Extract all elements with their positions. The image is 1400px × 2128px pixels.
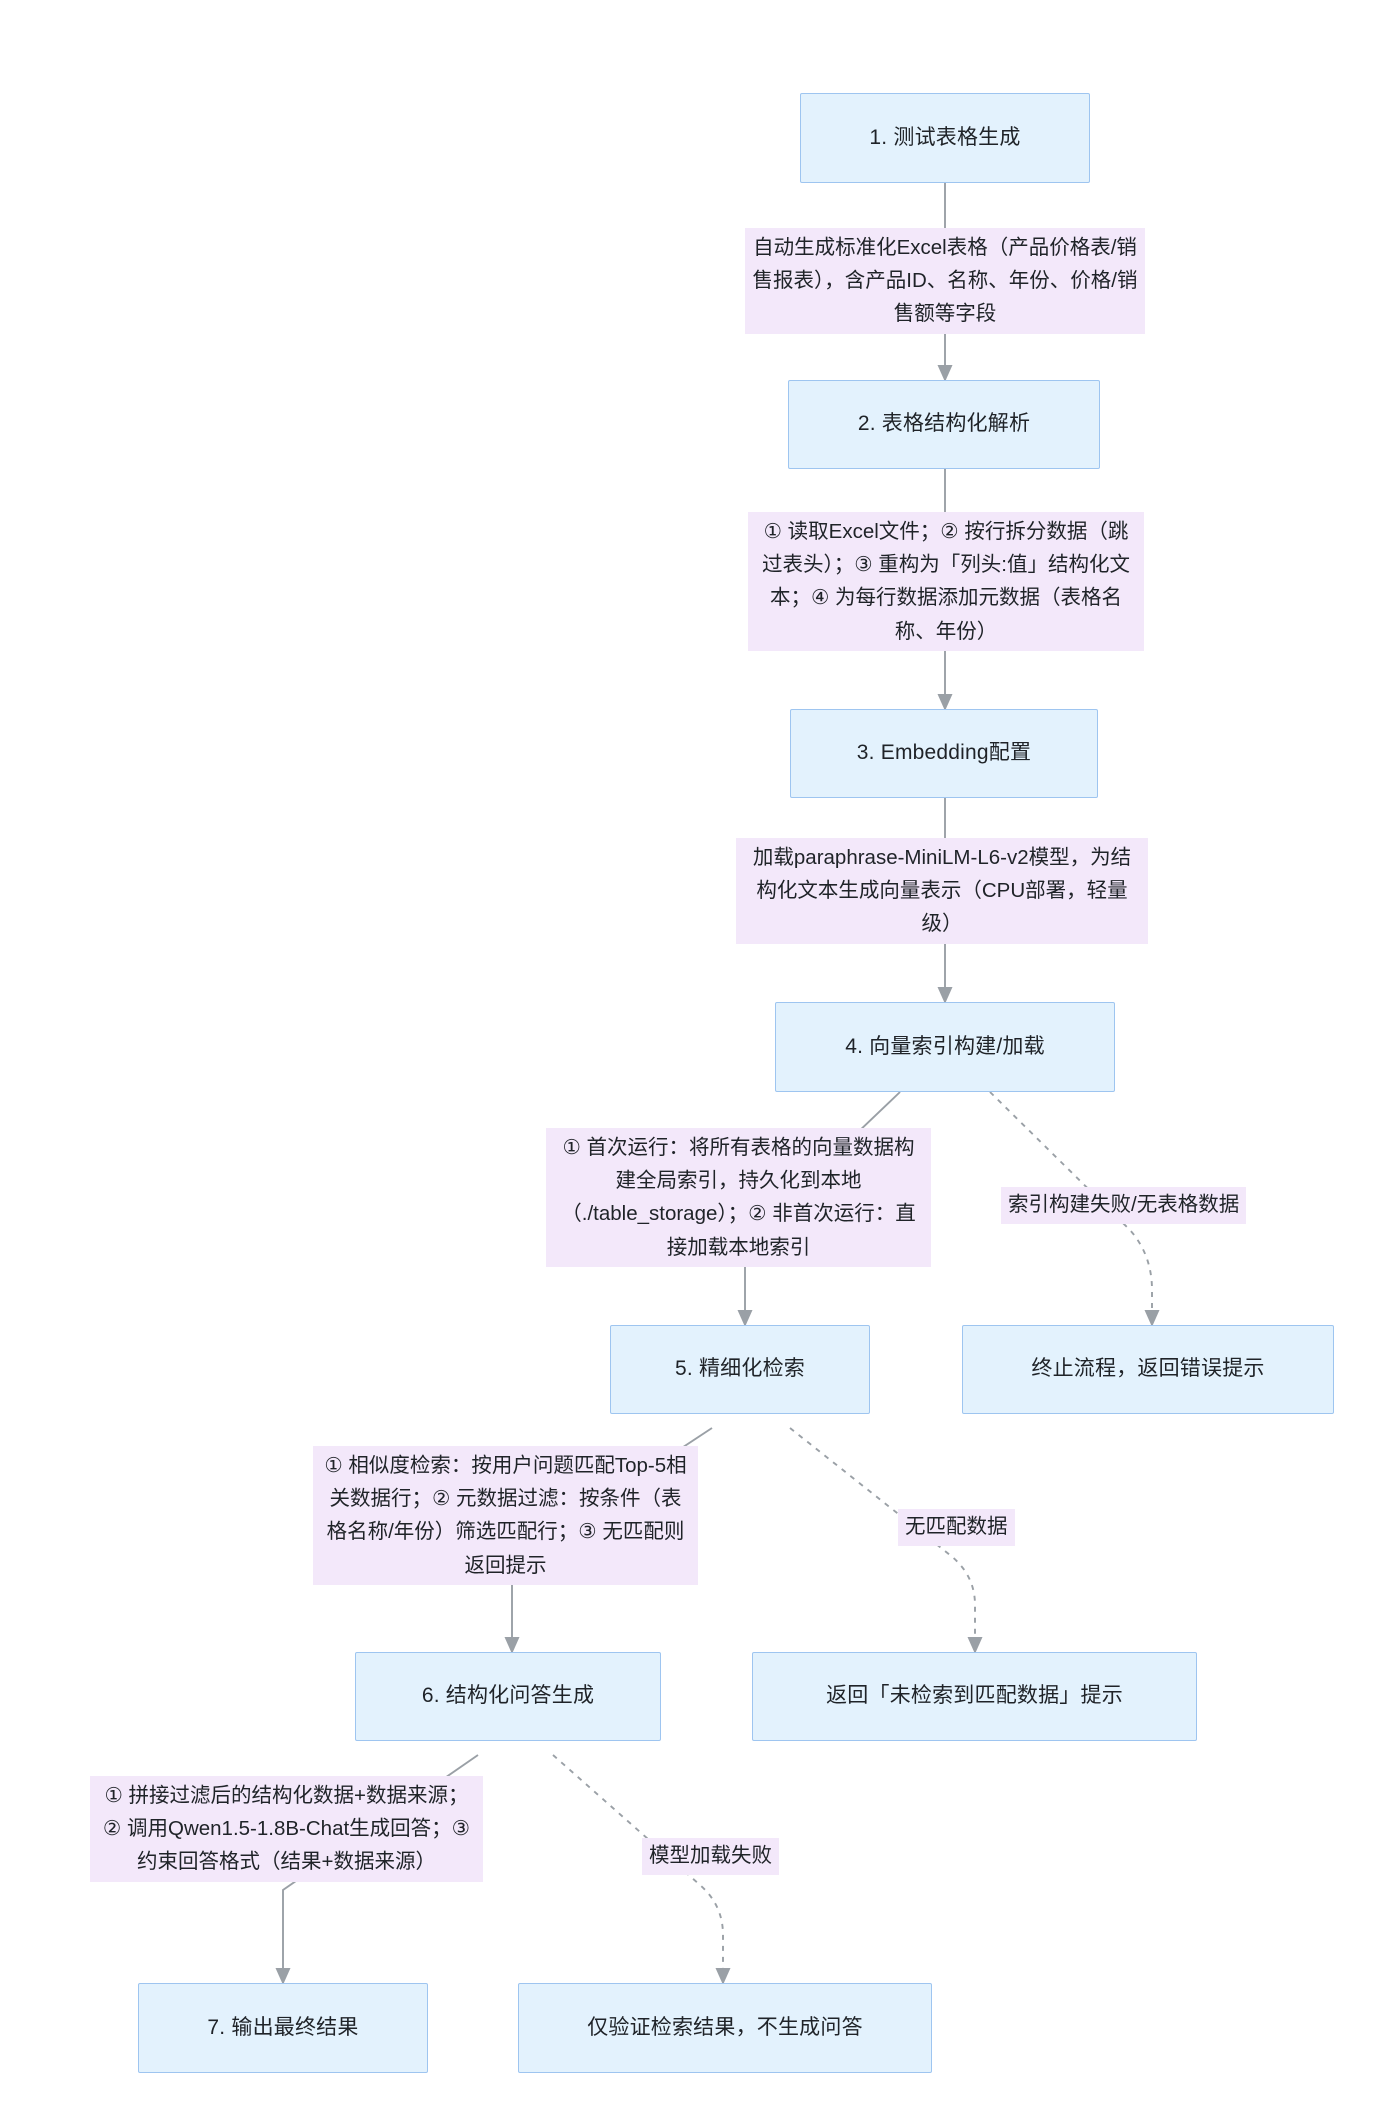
edge-label-text: ① 首次运行：将所有表格的向量数据构建全局索引，持久化到本地（./table_s…	[561, 1136, 916, 1259]
edge-label-generate-excel: 自动生成标准化Excel表格（产品价格表/销售报表），含产品ID、名称、年份、价…	[745, 228, 1145, 334]
edge-label-load-embedding-model: 加载paraphrase-MiniLM-L6-v2模型，为结构化文本生成向量表示…	[736, 838, 1148, 944]
edge-label-text: 索引构建失败/无表格数据	[1008, 1193, 1240, 1216]
edge-label-index-build-steps: ① 首次运行：将所有表格的向量数据构建全局索引，持久化到本地（./table_s…	[546, 1128, 931, 1267]
node-label: 仅验证检索结果，不生成问答	[587, 2015, 863, 2039]
node-test-table-generation[interactable]: 1. 测试表格生成	[800, 93, 1090, 183]
node-label: 3. Embedding配置	[856, 741, 1032, 765]
node-refined-retrieval[interactable]: 5. 精细化检索	[610, 1325, 870, 1414]
edge-label-text: ① 相似度检索：按用户问题匹配Top-5相关数据行；② 元数据过滤：按条件（表格…	[324, 1454, 687, 1577]
edge-label-text: 模型加载失败	[649, 1844, 772, 1867]
edge-label-parse-steps: ① 读取Excel文件；② 按行拆分数据（跳过表头）；③ 重构为「列头:值」结构…	[748, 512, 1144, 651]
node-label: 4. 向量索引构建/加载	[845, 1034, 1045, 1058]
node-label: 2. 表格结构化解析	[857, 412, 1031, 436]
node-label: 7. 输出最终结果	[207, 2015, 359, 2039]
node-verify-retrieval-only[interactable]: 仅验证检索结果，不生成问答	[518, 1983, 932, 2073]
edge-label-text: 自动生成标准化Excel表格（产品价格表/销售报表），含产品ID、名称、年份、价…	[752, 236, 1138, 326]
node-embedding-config[interactable]: 3. Embedding配置	[790, 709, 1098, 798]
edge-label-model-load-failure: 模型加载失败	[642, 1838, 779, 1875]
node-label: 6. 结构化问答生成	[421, 1684, 595, 1708]
node-terminate-return-error[interactable]: 终止流程，返回错误提示	[962, 1325, 1334, 1414]
node-structured-qa-generation[interactable]: 6. 结构化问答生成	[355, 1652, 661, 1741]
edge-label-text: ① 读取Excel文件；② 按行拆分数据（跳过表头）；③ 重构为「列头:值」结构…	[761, 520, 1131, 643]
edge-label-text: ① 拼接过滤后的结构化数据+数据来源；② 调用Qwen1.5-1.8B-Chat…	[102, 1784, 471, 1874]
node-label: 返回「未检索到匹配数据」提示	[826, 1684, 1123, 1708]
node-label: 5. 精细化检索	[675, 1357, 805, 1381]
edge-label-index-failure: 索引构建失败/无表格数据	[1001, 1187, 1247, 1224]
edge-label-text: 加载paraphrase-MiniLM-L6-v2模型，为结构化文本生成向量表示…	[752, 846, 1132, 936]
edge-label-text: 无匹配数据	[905, 1515, 1008, 1538]
node-return-no-match-prompt[interactable]: 返回「未检索到匹配数据」提示	[752, 1652, 1197, 1741]
node-label: 终止流程，返回错误提示	[1031, 1357, 1265, 1381]
node-output-final-result[interactable]: 7. 输出最终结果	[138, 1983, 428, 2073]
node-table-structure-parse[interactable]: 2. 表格结构化解析	[788, 380, 1100, 469]
edge-label-qa-generation-steps: ① 拼接过滤后的结构化数据+数据来源；② 调用Qwen1.5-1.8B-Chat…	[90, 1776, 483, 1882]
node-label: 1. 测试表格生成	[869, 125, 1021, 149]
edge-label-no-match-data: 无匹配数据	[898, 1509, 1015, 1546]
node-vector-index-build-load[interactable]: 4. 向量索引构建/加载	[775, 1002, 1115, 1092]
edge-label-retrieval-steps: ① 相似度检索：按用户问题匹配Top-5相关数据行；② 元数据过滤：按条件（表格…	[313, 1446, 698, 1585]
